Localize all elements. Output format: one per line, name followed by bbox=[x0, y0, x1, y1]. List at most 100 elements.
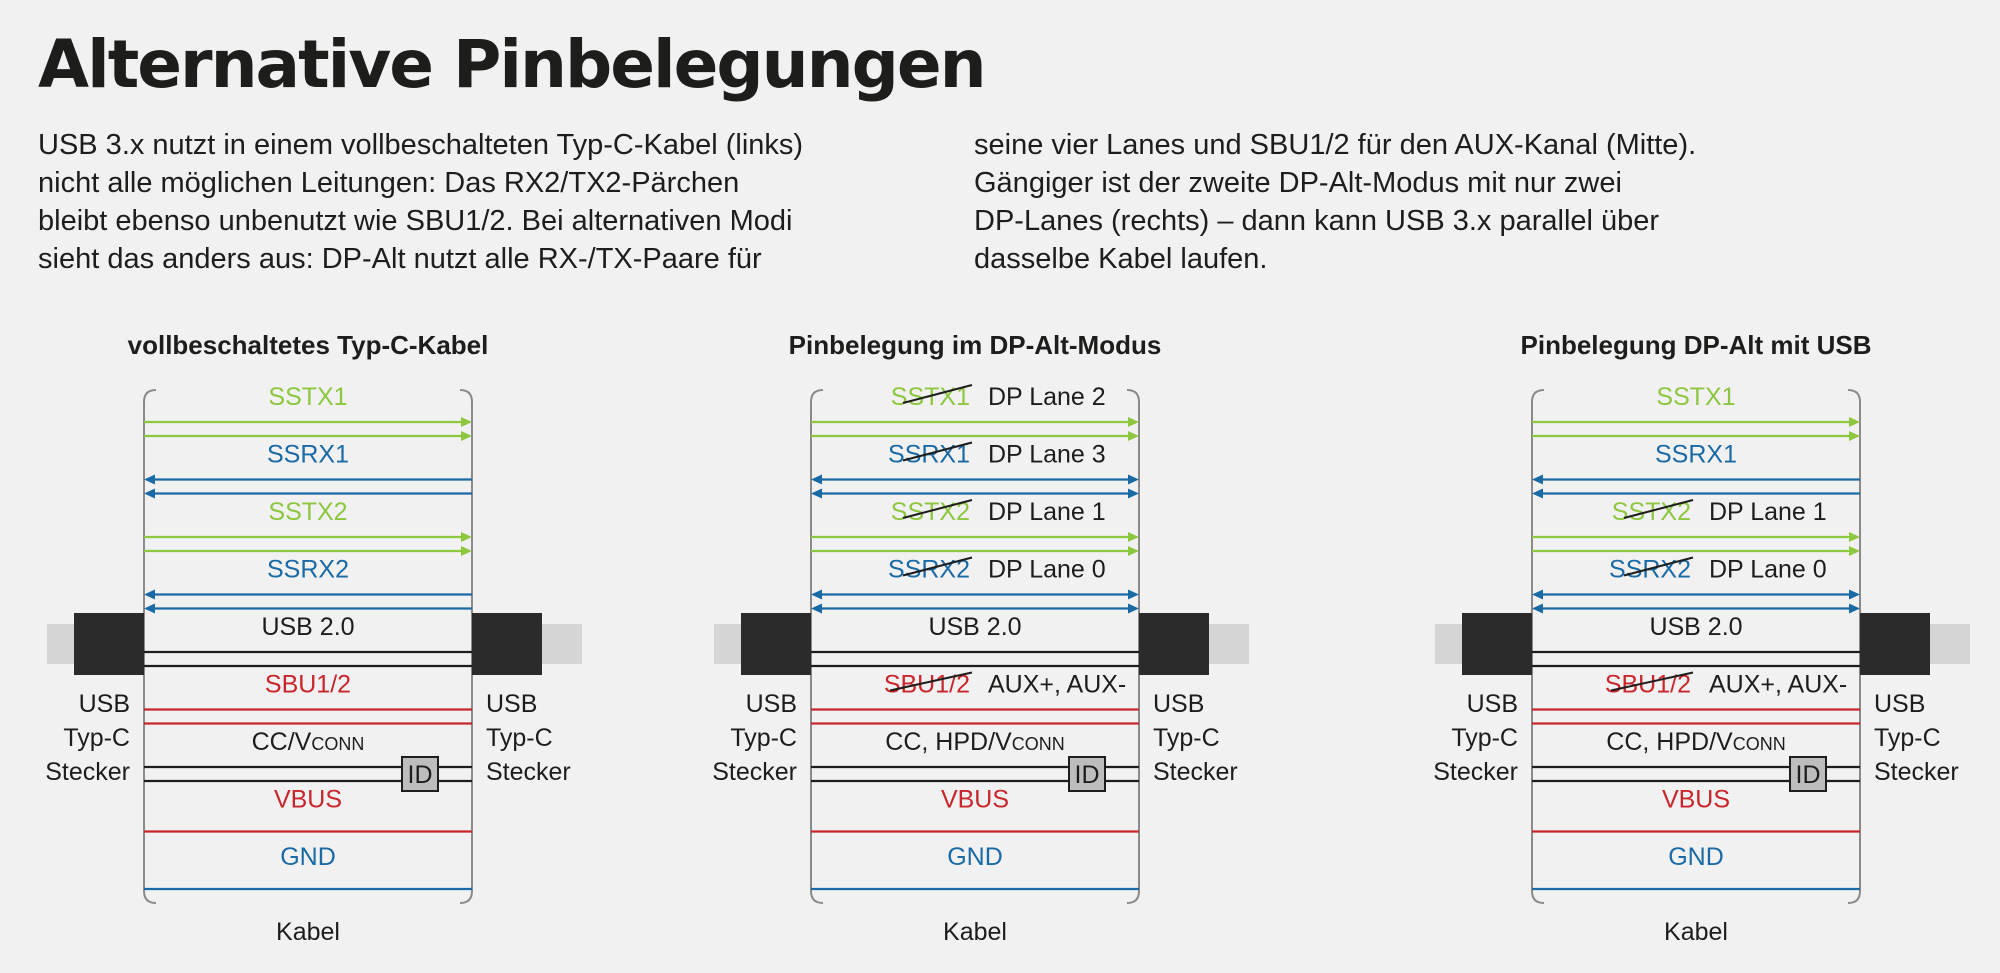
arrowhead-right bbox=[1128, 589, 1139, 600]
arrowhead-right bbox=[1849, 532, 1860, 542]
page-title: Alternative Pinbelegungen bbox=[38, 26, 987, 103]
cable-stub-right bbox=[1930, 624, 1970, 664]
signal-label: SSRX2 bbox=[267, 556, 349, 584]
diagram-title: Pinbelegung DP-Alt mit USB bbox=[1521, 330, 1872, 360]
signal-row: VBUS bbox=[144, 786, 472, 833]
arrowhead-right bbox=[1849, 417, 1860, 427]
intro-text-right: seine vier Lanes und SBU1/2 für den AUX-… bbox=[974, 126, 1894, 278]
signal-label-text: SSTX1 bbox=[891, 383, 970, 411]
id-box bbox=[401, 756, 439, 792]
arrowhead-left bbox=[1532, 603, 1543, 614]
signal-label: VBUS bbox=[274, 786, 342, 814]
id-label: ID bbox=[1075, 761, 1100, 789]
cable-stub-right bbox=[1209, 624, 1249, 664]
connector-right bbox=[1139, 613, 1209, 675]
signal-label-text: SSTX1 bbox=[268, 383, 347, 411]
strikethrough bbox=[1623, 499, 1694, 519]
signal-label-text: CC/V bbox=[252, 728, 312, 756]
alt-mode-label: DP Lane 0 bbox=[1709, 556, 1827, 584]
signal-label: SSTX1 bbox=[268, 383, 347, 411]
connector-label-left: Stecker bbox=[712, 758, 797, 786]
signal-row: USB 2.0 bbox=[811, 613, 1139, 668]
strikethrough bbox=[902, 499, 973, 519]
alt-mode-label: DP Lane 3 bbox=[988, 441, 1106, 469]
cable-outline-left bbox=[1531, 389, 1545, 904]
arrowhead-right bbox=[461, 532, 472, 542]
signal-row: SSRX2DP Lane 0 bbox=[811, 556, 1139, 614]
connector-right bbox=[1860, 613, 1930, 675]
id-label: ID bbox=[1796, 761, 1821, 789]
connector-label-right: Stecker bbox=[1874, 758, 1959, 786]
signal-row: SSRX1 bbox=[144, 441, 472, 499]
cable-stub-right bbox=[542, 624, 582, 664]
strikethrough bbox=[1610, 671, 1694, 692]
signal-label: VBUS bbox=[941, 786, 1009, 814]
connector-label-right: Stecker bbox=[1153, 758, 1238, 786]
intro-line: dasselbe Kabel laufen. bbox=[974, 243, 1268, 275]
cable-label: Kabel bbox=[1664, 918, 1728, 946]
signal-row: SSTX1 bbox=[144, 383, 472, 441]
arrowhead-right bbox=[1849, 603, 1860, 614]
signal-label-text: SBU1/2 bbox=[265, 671, 351, 699]
signal-row: SSTX1 DP Lane 2 bbox=[811, 383, 1139, 441]
connector-label-right: Typ-C bbox=[1874, 724, 1941, 752]
signal-label-text: SBU1/2 bbox=[1605, 671, 1691, 699]
signal-label: SSTX2 bbox=[891, 498, 970, 526]
id-label: ID bbox=[408, 761, 433, 789]
arrowhead-left bbox=[811, 589, 822, 600]
signal-label: USB 2.0 bbox=[261, 613, 354, 641]
signal-label: SSTX2 bbox=[268, 498, 347, 526]
intro-line: DP-Lanes (rechts) – dann kann USB 3.x pa… bbox=[974, 205, 1660, 237]
signal-row: SSRX1DP Lane 3 bbox=[811, 441, 1139, 499]
cable-outline-left bbox=[810, 389, 824, 904]
signal-label-text: SSTX2 bbox=[891, 498, 970, 526]
intro-line: sieht das anders aus: DP-Alt nutzt alle … bbox=[38, 243, 762, 275]
signal-label: VBUS bbox=[1662, 786, 1730, 814]
signal-row: VBUS bbox=[811, 786, 1139, 833]
signal-label: CC, HPD/VCONN bbox=[1606, 728, 1785, 756]
signal-label: SBU1/2 bbox=[1605, 671, 1691, 699]
alt-mode-label: DP Lane 2 bbox=[988, 383, 1106, 411]
connector-left bbox=[1462, 613, 1532, 675]
arrowhead-left bbox=[811, 474, 822, 485]
signal-row: SSTX1 bbox=[1532, 383, 1860, 441]
signal-label-subscript: CONN bbox=[1012, 734, 1065, 754]
signal-row: SSRX2DP Lane 0 bbox=[1532, 556, 1860, 614]
cable-outline-right bbox=[459, 389, 473, 904]
connector-label-right: Stecker bbox=[486, 758, 571, 786]
signal-label: SSTX1 bbox=[891, 383, 970, 411]
diagram-title: vollbeschaltetes Typ-C-Kabel bbox=[128, 330, 489, 360]
connector-label-left: USB bbox=[746, 690, 797, 718]
signal-label: CC/VCONN bbox=[252, 728, 365, 756]
signal-row: SBU1/2 bbox=[144, 671, 472, 725]
alt-mode-label: AUX+, AUX- bbox=[1709, 671, 1847, 699]
signal-label: SSTX2 bbox=[1612, 498, 1691, 526]
arrowhead-left bbox=[1532, 589, 1543, 600]
signal-label-text: CC, HPD/V bbox=[885, 728, 1012, 756]
signal-label: GND bbox=[947, 843, 1003, 871]
signal-row: GND bbox=[1532, 843, 1860, 891]
connector-label-right: USB bbox=[1874, 690, 1925, 718]
signal-label-text: SSTX2 bbox=[1612, 498, 1691, 526]
signal-row: SSRX1 bbox=[1532, 441, 1860, 499]
signal-label-text: GND bbox=[280, 843, 336, 871]
signal-row: SSTX2 bbox=[144, 498, 472, 556]
arrowhead-right bbox=[1128, 431, 1139, 441]
arrowhead-right bbox=[1849, 546, 1860, 556]
signal-row: ID CC/VCONN bbox=[144, 728, 472, 792]
intro-line: nicht alle möglichen Leitungen: Das RX2/… bbox=[38, 167, 740, 199]
cable-outline-right bbox=[1126, 389, 1140, 904]
connector-label-left: Stecker bbox=[45, 758, 130, 786]
connector-label-left: Typ-C bbox=[730, 724, 797, 752]
arrowhead-left bbox=[144, 488, 155, 499]
connector-label-left: Stecker bbox=[1433, 758, 1518, 786]
signal-label: SSRX1 bbox=[1655, 441, 1737, 469]
connector-label-right: Typ-C bbox=[486, 724, 553, 752]
signal-label-text: GND bbox=[1668, 843, 1724, 871]
signal-label-subscript: CONN bbox=[311, 734, 364, 754]
signal-label-text: SSRX2 bbox=[267, 556, 349, 584]
